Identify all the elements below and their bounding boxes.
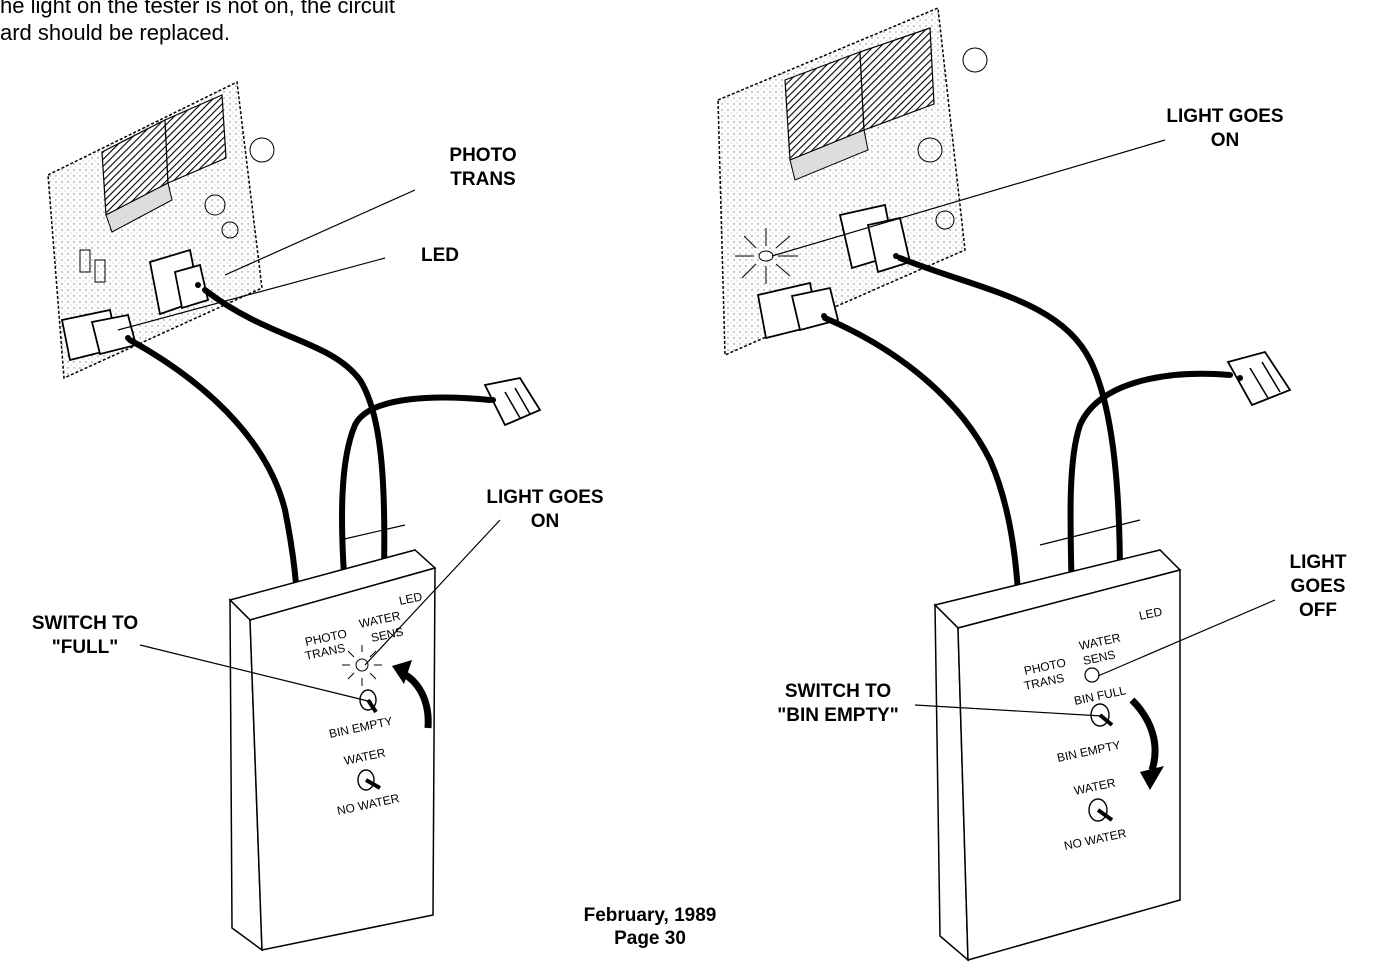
left-assembly: PHOTO TRANS WATER SENS LED BIN EMPTY WAT… (47, 80, 542, 952)
left-led-label: LED (421, 245, 459, 266)
left-box-text-sens: SENS (370, 624, 405, 644)
left-led-connector (60, 308, 138, 362)
right-loose-plug (1226, 350, 1292, 407)
left-relay-blocks (101, 94, 227, 233)
right-leader-lines (771, 139, 1276, 717)
footer-page-number: Page 30 (614, 928, 686, 949)
intro-text: he light on the tester is not on, the ci… (0, 0, 395, 46)
right-board-light-burst (735, 228, 798, 284)
intro-line-1: he light on the tester is not on, the ci… (0, 0, 396, 18)
right-water-toggle-switch (1088, 798, 1114, 822)
left-switch-label: SWITCH TO "FULL" (31, 613, 139, 658)
left-water-toggle-switch (357, 769, 381, 791)
left-light-goes-on-label: LIGHT GOES ON (486, 487, 604, 532)
right-assembly: PHOTO TRANS WATER SENS LED BIN FULL BIN … (717, 6, 1292, 962)
left-bin-toggle-switch (359, 689, 378, 714)
right-switch-arrow (1129, 697, 1159, 772)
right-bin-toggle-switch (1090, 703, 1114, 727)
right-cables (822, 255, 1233, 633)
intro-line-2: ard should be replaced. (0, 20, 230, 45)
left-cables (127, 287, 493, 628)
left-tester-box: PHOTO TRANS WATER SENS LED BIN EMPTY WAT… (228, 524, 437, 952)
right-light-goes-off-label: LIGHT GOES OFF (1289, 552, 1347, 621)
right-relay-blocks (784, 27, 935, 181)
right-box-text-led: LED (1138, 604, 1164, 623)
left-photo-trans-label: PHOTO TRANS (449, 145, 517, 190)
right-tester-box: PHOTO TRANS WATER SENS LED BIN FULL BIN … (933, 519, 1182, 962)
page-footer: February, 1989 Page 30 (520, 904, 780, 950)
left-loose-plug (483, 376, 542, 427)
left-tester-light-burst (342, 645, 382, 686)
left-leader-lines (117, 189, 501, 703)
left-box-text-led: LED (398, 589, 424, 608)
right-light-goes-on-label: LIGHT GOES ON (1166, 106, 1284, 151)
footer-date: February, 1989 (583, 905, 717, 926)
right-tester-light-off (1084, 667, 1100, 683)
right-switch-label: SWITCH TO "BIN EMPTY" (777, 681, 899, 726)
right-box-text-sens: SENS (1082, 647, 1117, 667)
left-photo-trans-connector (148, 248, 210, 316)
